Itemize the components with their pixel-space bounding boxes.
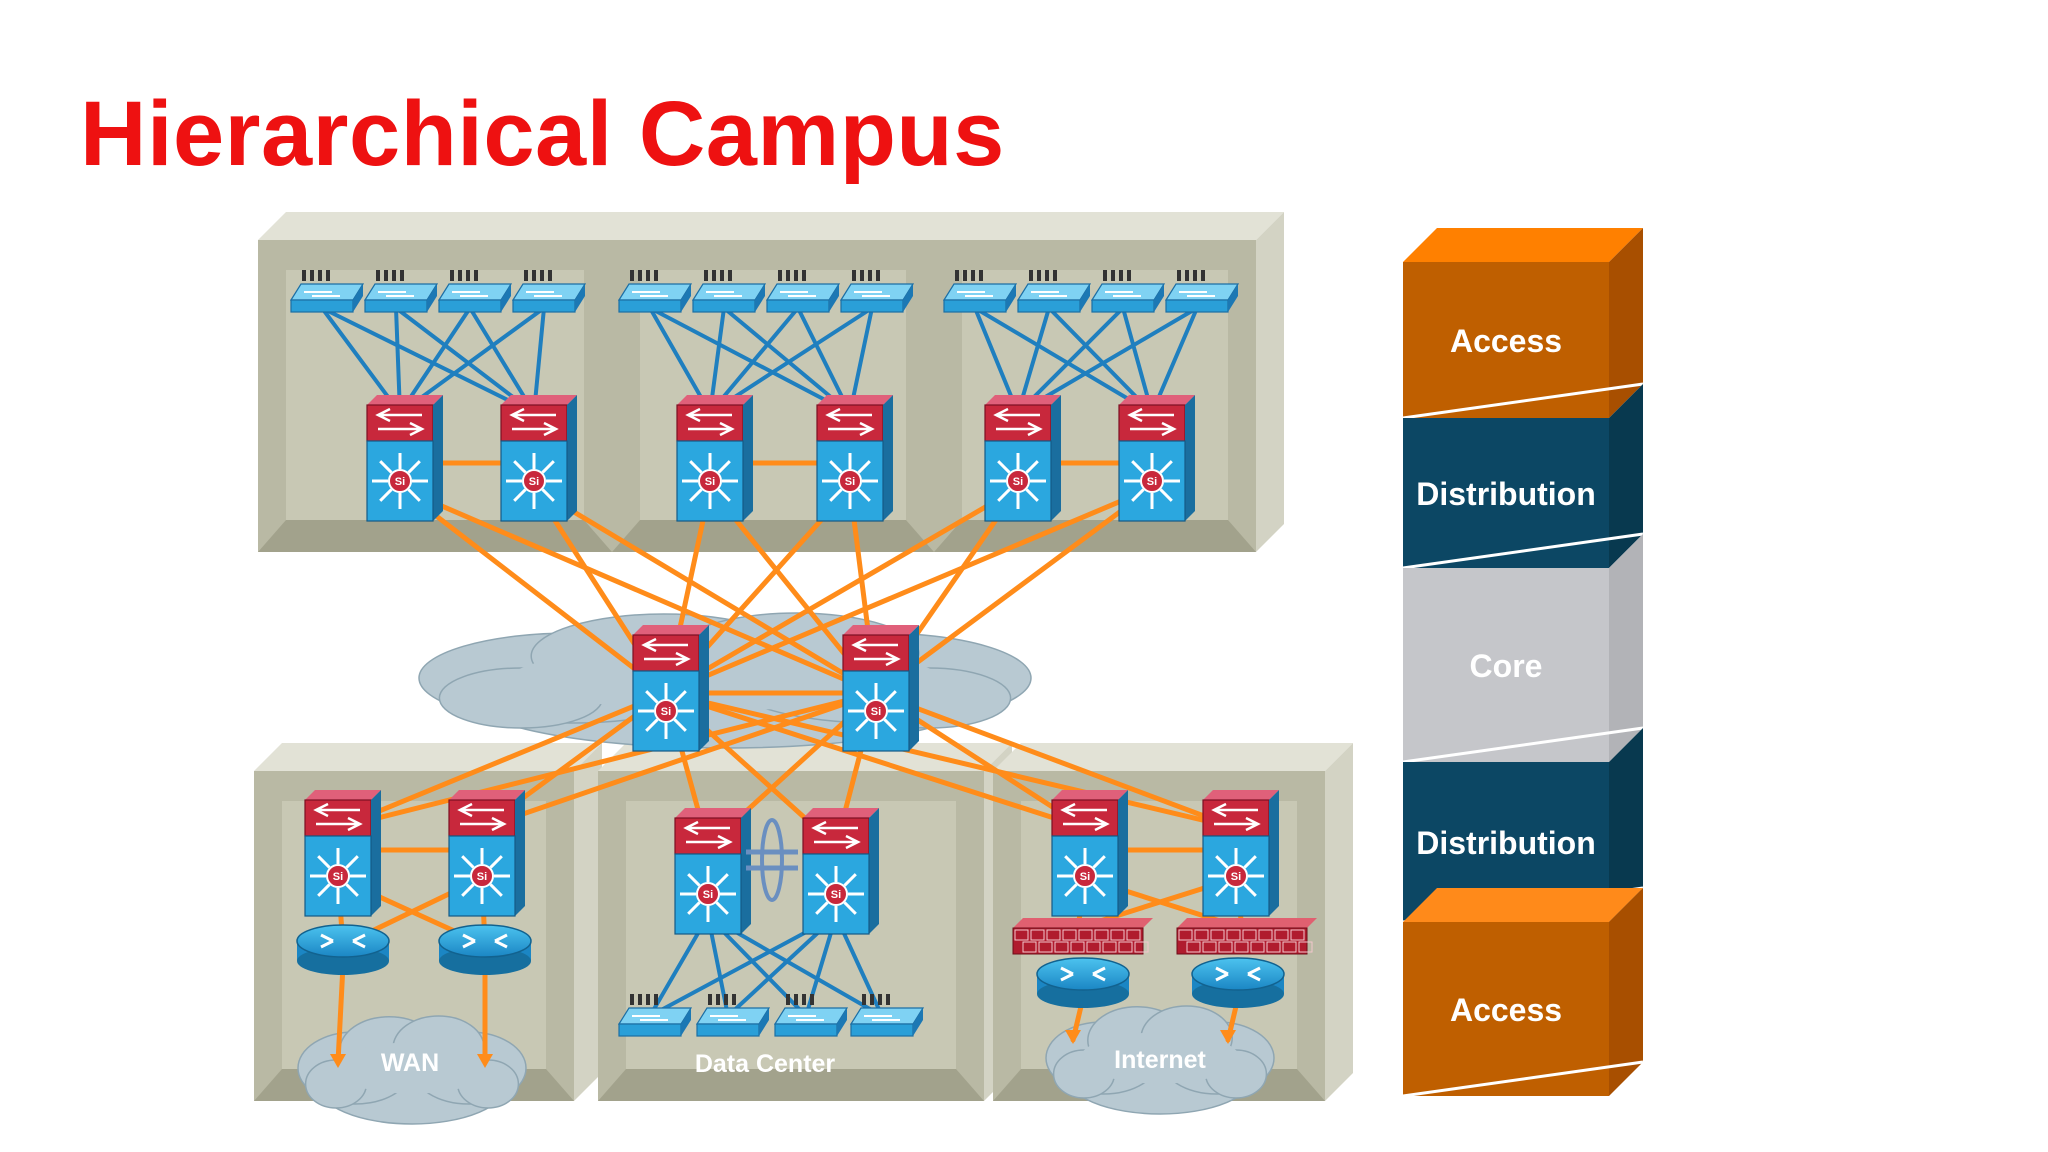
switch-icon xyxy=(1090,270,1166,313)
access-link xyxy=(320,306,536,415)
switch-icon xyxy=(839,270,915,313)
arrow-icon xyxy=(1065,1030,1081,1044)
arrow-icon xyxy=(1220,1030,1236,1044)
wan-cloud xyxy=(297,1015,527,1125)
core-cloud xyxy=(418,612,1032,749)
layer-block-access: Access xyxy=(1402,228,1644,420)
svg-text:Si: Si xyxy=(871,706,881,718)
building-1 xyxy=(258,212,640,552)
arrow-icon xyxy=(477,1054,493,1068)
core-uplink xyxy=(663,690,1088,831)
layer-label: Access xyxy=(1450,323,1562,359)
internet-label: Internet xyxy=(1114,1046,1206,1074)
layer3-switch-icon: Si xyxy=(448,790,525,917)
core-uplink xyxy=(663,485,1155,696)
layer3-switch-icon: Si xyxy=(816,395,893,522)
switch-icon xyxy=(691,270,767,313)
switch-icon xyxy=(849,994,925,1037)
svg-text:Si: Si xyxy=(661,706,671,718)
core-uplink xyxy=(873,690,1239,831)
data-center-label: Data Center xyxy=(695,1050,836,1078)
core-uplink xyxy=(663,485,1021,696)
switch-icon xyxy=(1164,270,1240,313)
access-link xyxy=(648,306,852,415)
svg-text:Si: Si xyxy=(333,871,343,883)
router-icon xyxy=(1191,957,1285,1008)
router-icon xyxy=(296,924,390,975)
layer3-switch-icon: Si xyxy=(304,790,381,917)
switch-icon xyxy=(617,994,693,1037)
access-link xyxy=(973,306,1154,415)
svg-text:Si: Si xyxy=(1013,476,1023,488)
page-title: Hierarchical Campus xyxy=(80,83,1005,185)
core-uplink xyxy=(335,690,669,831)
svg-text:Si: Si xyxy=(477,871,487,883)
svg-text:Si: Si xyxy=(831,889,841,901)
layer3-switch-icon: Si xyxy=(366,395,443,522)
layer3-switch-icon: Si xyxy=(1202,790,1279,917)
layer-label: Access xyxy=(1450,992,1562,1028)
switch-icon xyxy=(437,270,513,313)
layer3-switch-icon: Si xyxy=(674,808,751,935)
core-uplink xyxy=(663,690,1239,831)
layer3-switch-icon: Si xyxy=(984,395,1061,522)
switch-icon xyxy=(363,270,439,313)
svg-text:Si: Si xyxy=(1147,476,1157,488)
core-uplink xyxy=(397,485,879,696)
layer3-switch-icon: Si xyxy=(676,395,753,522)
svg-text:Si: Si xyxy=(703,889,713,901)
router-icon xyxy=(438,924,532,975)
layer3-switch-icon: Si xyxy=(500,395,577,522)
core-uplink xyxy=(335,690,879,831)
firewall-icon xyxy=(1012,918,1153,955)
switch-icon xyxy=(289,270,365,313)
switch-icon xyxy=(1016,270,1092,313)
core-uplink xyxy=(531,485,879,696)
switch-icon xyxy=(765,270,841,313)
layer-block-core: Core xyxy=(1402,534,1644,764)
layer-label: Core xyxy=(1470,648,1543,684)
switch-icon xyxy=(773,994,849,1037)
layer-label: Distribution xyxy=(1416,825,1596,861)
svg-text:Si: Si xyxy=(845,476,855,488)
arrow-icon xyxy=(330,1054,346,1068)
firewall-icon xyxy=(1176,918,1317,955)
switch-icon xyxy=(695,994,771,1037)
etherchannel-icon xyxy=(760,818,784,902)
layer-block-access: Access xyxy=(1402,888,1644,1098)
svg-text:Si: Si xyxy=(1231,871,1241,883)
internet-cloud xyxy=(1045,1005,1275,1115)
core-uplink xyxy=(397,485,669,696)
wan-uplink xyxy=(335,962,346,1065)
svg-text:Si: Si xyxy=(395,476,405,488)
layer3-switch-icon: Si xyxy=(632,625,709,752)
switch-icon xyxy=(511,270,587,313)
switch-icon xyxy=(942,270,1018,313)
layer-block-distribution: Distribution xyxy=(1402,384,1644,570)
core-uplink xyxy=(479,690,879,831)
core-uplink xyxy=(873,485,1155,696)
layer3-switch-icon: Si xyxy=(802,808,879,935)
layer3-switch-icon: Si xyxy=(1118,395,1195,522)
svg-text:Si: Si xyxy=(529,476,539,488)
router-icon xyxy=(1036,957,1130,1008)
layer3-switch-icon: Si xyxy=(842,625,919,752)
wan-label: WAN xyxy=(381,1049,439,1077)
svg-text:Si: Si xyxy=(705,476,715,488)
svg-text:Si: Si xyxy=(1080,871,1090,883)
layer3-switch-icon: Si xyxy=(1051,790,1128,917)
switch-icon xyxy=(617,270,693,313)
layer-label: Distribution xyxy=(1416,476,1596,512)
